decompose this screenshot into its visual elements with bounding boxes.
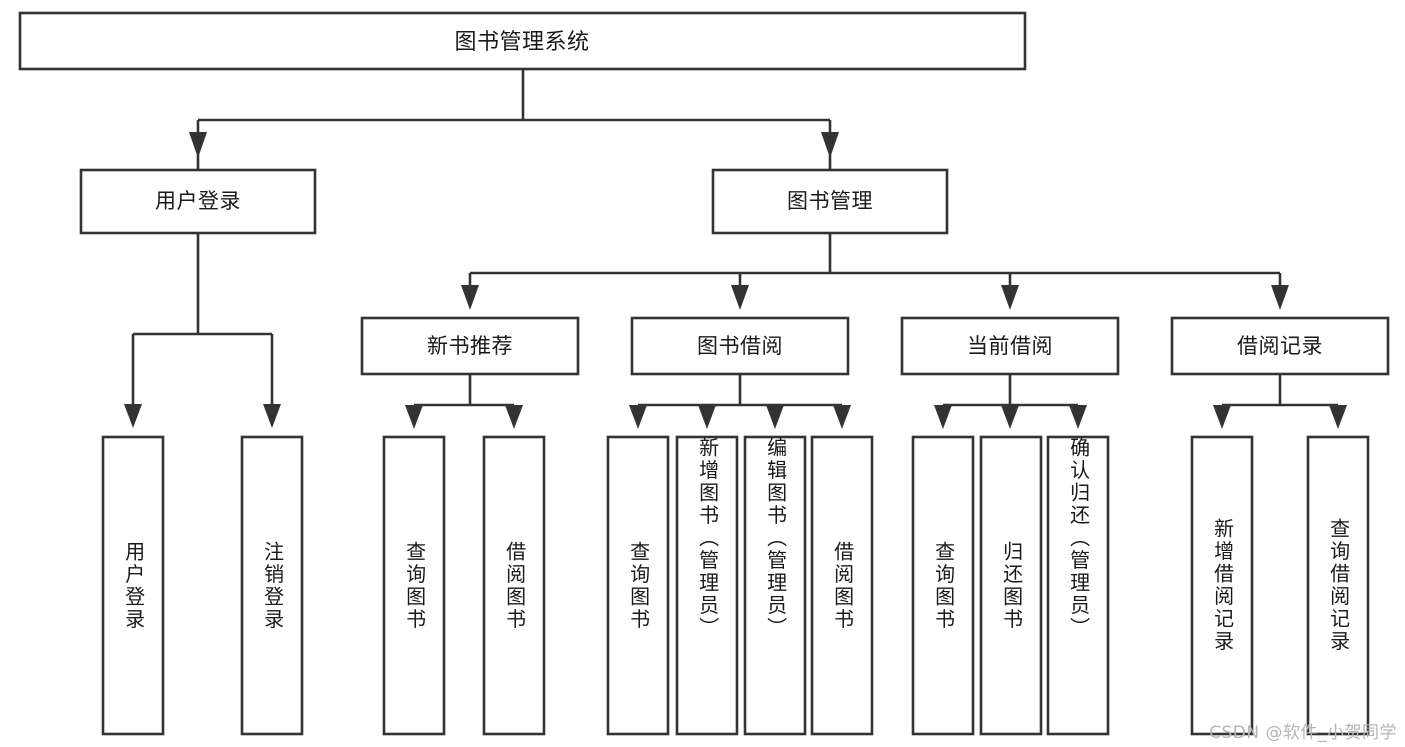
node-root-label: 图书管理系统	[454, 30, 589, 55]
arrow-head-leaf-book-borrow-3	[833, 405, 851, 429]
node-book-mgmt-label: 图书管理	[787, 189, 873, 213]
arrow-head-leaf-book-borrow-1	[698, 405, 716, 429]
arrow-head-current-borrow	[1001, 285, 1019, 310]
arrow-head-leaf-current-borrow-0	[934, 405, 952, 429]
arrow-head-leaf-new-book-0	[405, 405, 423, 429]
node-root-box[interactable]	[18, 11, 1027, 71]
arrow-head-leaf-current-borrow-2	[1069, 405, 1087, 429]
leaf-box-user-login-0[interactable]	[101, 435, 165, 736]
leaf-box-book-borrow-2[interactable]	[743, 435, 807, 736]
connector-group-root	[189, 69, 839, 169]
node-borrow-record-label: 借阅记录	[1237, 334, 1323, 358]
node-current-borrow-label: 当前借阅	[967, 334, 1053, 358]
arrow-head-leaf-borrow-record-0	[1213, 405, 1231, 429]
node-current-borrow[interactable]: 当前借阅	[900, 316, 1120, 376]
arrow-head-book-mgmt	[821, 132, 839, 158]
leaf-box-new-book-0[interactable]	[382, 435, 446, 736]
node-book-borrow[interactable]: 图书借阅	[630, 316, 850, 376]
arrow-head-user-login	[189, 132, 207, 158]
node-root[interactable]: 图书管理系统	[18, 11, 1027, 71]
node-user-login[interactable]: 用户登录	[79, 168, 317, 235]
leaf-group-new-book	[382, 435, 546, 736]
node-borrow-record[interactable]: 借阅记录	[1170, 316, 1390, 376]
leaf-box-user-login-1[interactable]	[240, 435, 304, 736]
leaf-box-current-borrow-2[interactable]	[1046, 435, 1110, 736]
arrow-head-leaf-user-login-1	[263, 404, 281, 428]
leaf-box-current-borrow-1[interactable]	[979, 435, 1043, 736]
arrow-head-leaf-current-borrow-1	[1001, 405, 1019, 429]
node-user-login-box[interactable]	[79, 168, 317, 235]
leaf-group-book-borrow	[606, 435, 874, 736]
connector-group-borrow-record	[1213, 374, 1347, 429]
connector-group-user-login	[124, 234, 281, 428]
connector-group-book-mgmt	[461, 234, 1289, 310]
node-book-mgmt-box[interactable]	[711, 168, 949, 235]
arrow-head-book-borrow	[731, 285, 749, 310]
connector-group-book-borrow	[629, 374, 851, 429]
arrow-head-new-book	[461, 285, 479, 310]
leaf-group-borrow-record	[1190, 435, 1370, 736]
arrow-head-leaf-book-borrow-2	[766, 405, 784, 429]
node-user-login-label: 用户登录	[155, 189, 241, 213]
leaf-group-user-login	[101, 435, 304, 736]
watermark-text: CSDN @软件_小贺同学	[1209, 723, 1397, 743]
arrow-head-leaf-book-borrow-0	[629, 405, 647, 429]
leaf-box-borrow-record-0[interactable]	[1190, 435, 1254, 736]
node-book-borrow-label: 图书借阅	[697, 334, 783, 358]
leaf-box-book-borrow-0[interactable]	[606, 435, 670, 736]
leaf-box-current-borrow-0[interactable]	[911, 435, 975, 736]
node-current-borrow-box[interactable]	[900, 316, 1120, 376]
leaf-box-book-borrow-3[interactable]	[810, 435, 874, 736]
arrow-head-borrow-record	[1271, 285, 1289, 310]
leaf-group-current-borrow	[911, 435, 1110, 736]
connector-group-new-book	[405, 374, 523, 429]
connector-group-current-borrow	[934, 374, 1087, 429]
node-borrow-record-box[interactable]	[1170, 316, 1390, 376]
arrow-head-leaf-borrow-record-1	[1329, 405, 1347, 429]
node-new-book-label: 新书推荐	[427, 334, 513, 358]
arrow-head-leaf-new-book-1	[505, 405, 523, 429]
leaf-box-book-borrow-1[interactable]	[675, 435, 739, 736]
node-book-mgmt[interactable]: 图书管理	[711, 168, 949, 235]
node-book-borrow-box[interactable]	[630, 316, 850, 376]
leaf-box-borrow-record-1[interactable]	[1306, 435, 1370, 736]
node-new-book-box[interactable]	[360, 316, 580, 376]
arrow-head-leaf-user-login-0	[124, 404, 142, 428]
node-new-book[interactable]: 新书推荐	[360, 316, 580, 376]
leaf-box-new-book-1[interactable]	[482, 435, 546, 736]
